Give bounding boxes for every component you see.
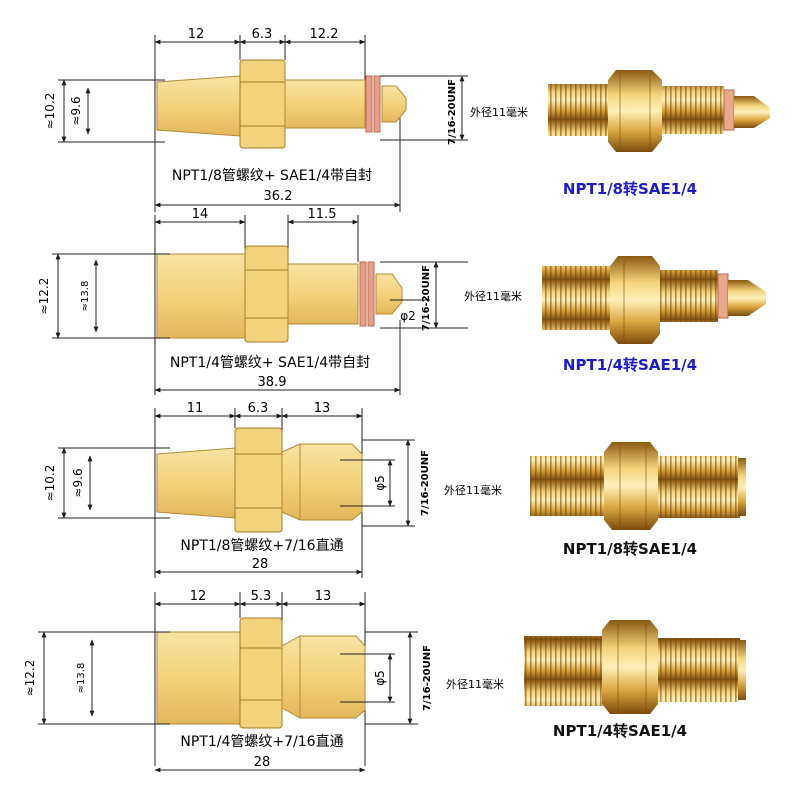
fitting-3-dim-b: 6.3 — [248, 401, 269, 416]
fitting-4-dim-b: 5.3 — [251, 589, 272, 604]
fitting-1-photo: NPT1/8转SAE1/4 — [548, 70, 770, 198]
fitting-3-dim-c: 13 — [314, 401, 331, 416]
fitting-3-inner-dim: φ5 — [373, 475, 387, 491]
fitting-2-caption: NPT1/4转SAE1/4 — [563, 356, 697, 374]
fitting-1-total: 36.2 — [264, 189, 293, 204]
fitting-2-od: 外径11毫米 — [464, 289, 522, 303]
fitting-1-caption: NPT1/8转SAE1/4 — [563, 180, 697, 198]
fitting-4-dim-inner: ≈13.8 — [76, 663, 87, 694]
fitting-4-total: 28 — [254, 755, 271, 770]
fitting-2-dim-a: 14 — [192, 207, 209, 222]
fitting-4-od: 外径11毫米 — [446, 677, 504, 691]
fitting-4-caption: NPT1/4转SAE1/4 — [553, 722, 687, 740]
fitting-3-description: NPT1/8管螺纹+7/16直通 — [180, 537, 343, 554]
fitting-1-drawing: 12 6.3 12.2 ≈10.2 ≈9.6 7/16-20UNF 外径11毫米… — [43, 27, 528, 212]
fitting-2-dim-outer: ≈12.2 — [37, 278, 51, 315]
fitting-3-dim-outer: ≈10.2 — [43, 465, 57, 502]
fitting-4-drawing: 12 5.3 13 ≈12.2 ≈13.8 φ5 7/16-20UNF 外径11… — [23, 589, 504, 773]
fitting-2-dim-c: 11.5 — [308, 207, 337, 222]
fitting-3-caption: NPT1/8转SAE1/4 — [563, 540, 697, 558]
fitting-1-thread: 7/16-20UNF — [447, 79, 458, 145]
fitting-4-thread: 7/16-20UNF — [422, 645, 433, 711]
fitting-3-thread: 7/16-20UNF — [420, 450, 431, 516]
fitting-1-dim-inner: ≈9.6 — [69, 96, 83, 125]
fitting-2-thread: 7/16-20UNF — [421, 265, 432, 331]
fitting-1-od: 外径11毫米 — [470, 105, 528, 119]
fitting-2-description: NPT1/4管螺纹+ SAE1/4带自封 — [170, 355, 370, 371]
fitting-4-dim-outer: ≈12.2 — [23, 660, 37, 697]
fitting-2-total: 38.9 — [258, 375, 287, 390]
fitting-4-dim-c: 13 — [315, 589, 332, 604]
fitting-2-dim-inner: ≈13.8 — [80, 281, 91, 312]
fitting-1-dim-c: 12.2 — [310, 27, 339, 42]
fitting-4-description: NPT1/4管螺纹+7/16直通 — [180, 733, 343, 750]
fitting-1-dim-b: 6.3 — [252, 27, 273, 42]
fitting-3-dim-a: 11 — [187, 401, 204, 416]
fitting-3-total: 28 — [252, 557, 269, 572]
fitting-4-dim-a: 12 — [190, 589, 207, 604]
fitting-3-photo: NPT1/8转SAE1/4 — [530, 442, 746, 558]
fitting-1-description: NPT1/8管螺纹+ SAE1/4带自封 — [172, 168, 372, 184]
fitting-2-inner-dim: φ2 — [400, 309, 416, 323]
fitting-2-photo: NPT1/4转SAE1/4 — [542, 256, 766, 374]
fitting-4-inner-dim: φ5 — [373, 670, 387, 686]
fitting-2-drawing: 14 11.5 ≈12.2 ≈13.8 φ2 7/16-20UNF 外径11毫米… — [37, 207, 522, 395]
fitting-4-photo: NPT1/4转SAE1/4 — [524, 620, 746, 740]
fitting-3-drawing: 11 6.3 13 ≈10.2 ≈9.6 φ5 7/16-20UNF 外径11毫… — [43, 401, 502, 578]
fitting-3-od: 外径11毫米 — [444, 483, 502, 497]
fitting-1-dim-outer: ≈10.2 — [43, 93, 57, 130]
fitting-3-dim-inner: ≈9.6 — [71, 468, 85, 497]
fitting-1-dim-a: 12 — [188, 27, 205, 42]
